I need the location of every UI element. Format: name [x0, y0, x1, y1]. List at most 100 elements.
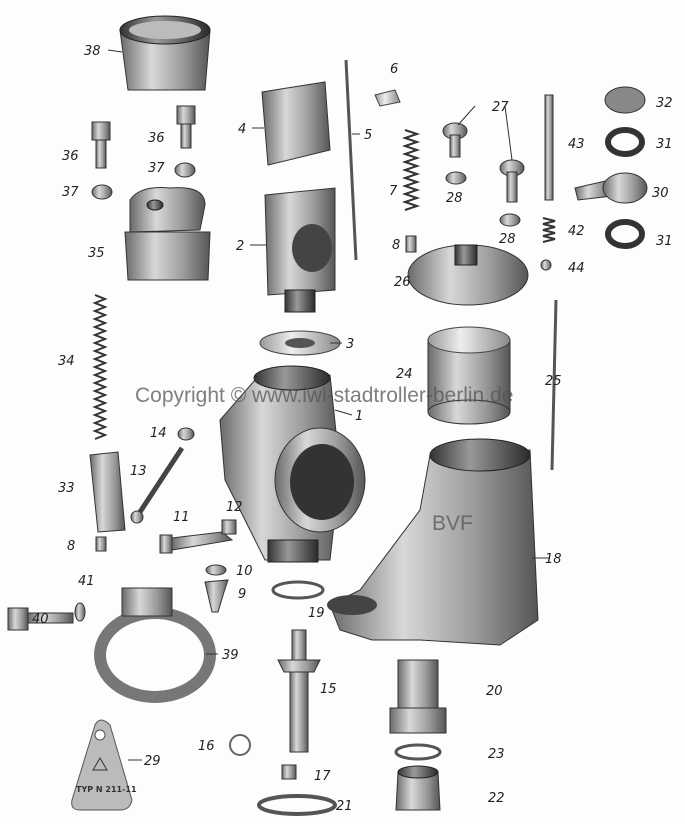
part-24-float [427, 326, 511, 425]
label-8: 8 [392, 238, 400, 253]
part-33-sleeve [89, 451, 126, 533]
label-25: 25 [545, 374, 562, 389]
part-41-washer [74, 602, 86, 622]
label-13: 13 [130, 464, 147, 479]
part-37-nut [174, 162, 196, 178]
label-12: 12 [226, 500, 243, 515]
copyright-watermark: Copyright © www.iwl-stadtroller-berlin.d… [135, 384, 513, 407]
part-19-o-ring [271, 580, 325, 600]
part-8-pin [95, 536, 107, 552]
label-43: 43 [568, 137, 585, 152]
part-39-clamp [94, 587, 216, 703]
label-9: 9 [238, 587, 246, 602]
label-3: 3 [346, 337, 354, 352]
part-9-screw [204, 579, 229, 613]
part-17-jet [281, 764, 297, 780]
label-5: 5 [364, 128, 372, 143]
label-38: 38 [84, 44, 101, 59]
label-37: 37 [62, 185, 79, 200]
label-19: 19 [308, 606, 325, 621]
part-12-nut [221, 519, 237, 535]
label-30: 30 [652, 186, 669, 201]
label-24: 24 [396, 367, 413, 382]
part-32-filter [604, 86, 646, 114]
part-14-nut [177, 427, 195, 441]
label-41: 41 [78, 574, 95, 589]
label-32: 32 [656, 96, 673, 111]
label-28: 28 [499, 232, 516, 247]
label-7: 7 [389, 184, 398, 199]
label-31: 31 [656, 234, 673, 249]
label-6: 6 [390, 62, 398, 77]
part-5-needle [344, 59, 358, 261]
part-2-throttle-slide [264, 187, 336, 313]
label-37: 37 [148, 161, 165, 176]
label-8: 8 [67, 539, 75, 554]
label-20: 20 [486, 684, 503, 699]
part-22-nut [395, 765, 441, 811]
part-23-washer [394, 743, 442, 761]
label-33: 33 [58, 481, 75, 496]
part-20-union [389, 659, 447, 734]
label-21: 21 [336, 799, 353, 814]
label-2: 2 [236, 239, 244, 254]
label-28: 28 [446, 191, 463, 206]
part-34-spring [92, 294, 108, 440]
part-21-washer [257, 794, 337, 816]
label-31: 31 [656, 137, 673, 152]
label-29: 29 [144, 754, 161, 769]
label-22: 22 [488, 791, 505, 806]
part-29-type-tag: TYP N 211-11 [71, 719, 137, 811]
part-labels: 38 36 36 37 37 35 4 5 6 7 8 2 3 34 1 14 … [32, 44, 673, 814]
tag-type-text: TYP N 211-11 [76, 785, 137, 794]
label-14: 14 [150, 426, 167, 441]
part-35-mixing-chamber-top [124, 187, 211, 281]
label-23: 23 [488, 747, 505, 762]
part-25-needle [550, 299, 558, 471]
label-36: 36 [148, 131, 165, 146]
part-7-spring [401, 129, 421, 211]
part-6-clip [374, 89, 401, 107]
label-16: 16 [198, 739, 215, 754]
part-15-needle-jet [277, 629, 321, 753]
leader-lines [107, 49, 550, 761]
part-38-cap-nut [119, 15, 211, 91]
label-26: 26 [394, 275, 411, 290]
label-4: 4 [238, 122, 246, 137]
label-15: 15 [320, 682, 337, 697]
label-42: 42 [568, 224, 585, 239]
part-26-float-cover [407, 244, 529, 306]
part-40-bolt [7, 607, 74, 631]
label-10: 10 [236, 564, 253, 579]
label-1: 1 [355, 409, 363, 424]
part-36-screw [91, 121, 111, 169]
part-16-ring [229, 734, 251, 756]
part-3-gasket [259, 330, 341, 356]
label-34: 34 [58, 354, 75, 369]
label-44: 44 [568, 261, 585, 276]
part-42-spring [542, 217, 556, 243]
part-10-washer [205, 564, 227, 576]
part-18-float-chamber: BVF [327, 438, 539, 646]
label-35: 35 [88, 246, 105, 261]
label-27: 27 [492, 100, 509, 115]
part-28-washer [445, 171, 467, 185]
label-40: 40 [32, 612, 49, 627]
body-marking-text: BVF [432, 512, 473, 535]
part-4-throttle-slide-plate [261, 81, 331, 166]
part-31-washer [605, 219, 645, 249]
label-17: 17 [314, 769, 331, 784]
label-39: 39 [222, 648, 239, 663]
part-30-banjo [574, 172, 648, 204]
part-36-screw [176, 105, 196, 149]
part-37-nut [91, 184, 113, 200]
part-13-screw [130, 446, 185, 524]
label-36: 36 [62, 149, 79, 164]
part-27-screw [442, 122, 468, 158]
label-11: 11 [173, 510, 190, 525]
part-44-ball [540, 259, 552, 271]
part-1-carburetor-body [219, 365, 366, 563]
part-8-pin [405, 235, 417, 253]
